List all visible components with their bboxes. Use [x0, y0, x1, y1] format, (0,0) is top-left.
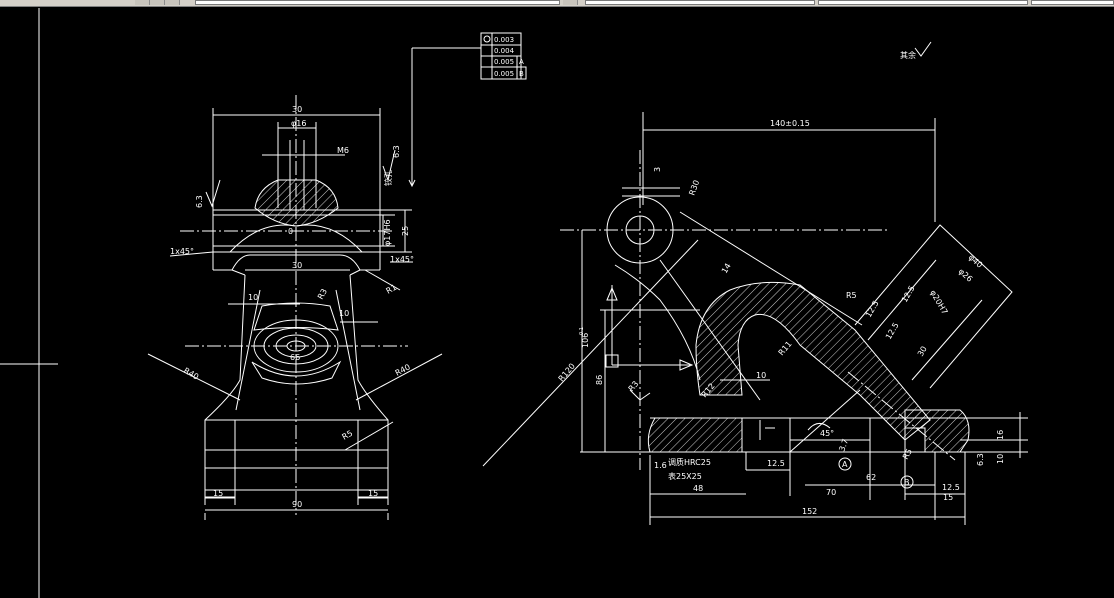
- dim-roughness-a: 12.5: [864, 299, 881, 319]
- dim-15: 15: [943, 493, 953, 502]
- drawing-canvas[interactable]: 30 φ16 M6 30 R3 10 10 R40 R40 R5 R1 90 1…: [0, 7, 1114, 598]
- toolbar-button[interactable]: [150, 0, 165, 5]
- label-surface: 表25X25: [668, 471, 702, 481]
- dim-3: 3: [653, 167, 662, 172]
- dim-thread: M6: [337, 146, 349, 155]
- dim-phi20-h7: φ20H7: [928, 289, 949, 317]
- label-datum-a: A: [842, 460, 848, 469]
- dim-10r: 10: [996, 454, 1005, 464]
- tol-row3-ref: A: [519, 58, 524, 66]
- dim-r5: R5: [846, 291, 857, 300]
- tolerance-values: 0.003 0.004 0.005 A 0.005 B: [494, 36, 524, 78]
- dim-chamfer-left: 1x45°: [170, 247, 194, 256]
- dim-roughness-left: 6.3: [195, 195, 204, 208]
- dim-16: 16: [996, 430, 1005, 440]
- dim-12-5b: 12.5: [767, 459, 785, 468]
- dim-phi-h6: φ17H6: [383, 219, 392, 246]
- tol-row4: 0.005: [494, 70, 514, 78]
- dim-10: 10: [756, 371, 766, 380]
- dim-12-5c: 12.5: [942, 483, 960, 492]
- dim-48: 48: [693, 484, 703, 493]
- tol-row3: 0.005: [494, 58, 514, 66]
- dim-106-tol: 0.1: [579, 327, 585, 335]
- tol-row1: 0.003: [494, 36, 514, 44]
- label-jiaoxi: 铰孔: [383, 170, 393, 186]
- dim-r1: R1: [385, 283, 399, 296]
- dim-bore: φ16: [291, 119, 306, 128]
- dim-45: 45°: [820, 429, 834, 438]
- dim-width-top: 30: [292, 105, 302, 114]
- style-dropdown[interactable]: [585, 0, 815, 5]
- dim-62: 62: [866, 473, 876, 482]
- toolbar-button[interactable]: [165, 0, 180, 5]
- dim-chamfer-right: 1x45°: [390, 255, 414, 264]
- label-other: 其余: [900, 50, 916, 60]
- dim-roughness-top: 6.3: [392, 145, 401, 158]
- label-roughness-main: 1.6: [654, 461, 667, 470]
- left-view-labels: 30 φ16 M6 30 R3 10 10 R40 R40 R5 R1 90 1…: [170, 105, 414, 509]
- dim-14: 14: [720, 262, 733, 275]
- dim-30: 30: [916, 345, 929, 358]
- left-view: [147, 95, 443, 520]
- dim-roughness-b: 12.5: [900, 284, 917, 304]
- dim-zero: 0: [288, 227, 293, 236]
- dim-r11: R11: [777, 339, 794, 357]
- tol-row2: 0.004: [494, 47, 515, 55]
- dim-r5: R5: [341, 429, 355, 442]
- dim-bottom-width: 90: [292, 500, 302, 509]
- dim-3-7: 3.7: [837, 438, 850, 453]
- dim-106: 106: [581, 333, 590, 348]
- dim-r3: R3: [627, 379, 641, 393]
- tolerance-frame-block: [408, 32, 527, 188]
- dim-66: 66: [290, 353, 300, 362]
- dim-140: 140±0.15: [770, 119, 810, 128]
- label-hardness: 调质HRC25: [668, 457, 711, 467]
- dim-10a: 10: [248, 293, 258, 302]
- dim-phi26: φ26: [957, 267, 975, 284]
- dim-phi40: φ40: [967, 253, 985, 270]
- dim-r120: R120: [557, 362, 577, 384]
- lineweight-dropdown[interactable]: [1031, 0, 1114, 5]
- toolbar-button[interactable]: [135, 0, 150, 5]
- dim-15-right: 15: [368, 489, 378, 498]
- dim-r30-top: R30: [687, 179, 701, 197]
- label-datum-b: B: [904, 478, 910, 487]
- dim-mid-width: 30: [292, 261, 302, 270]
- linetype-dropdown[interactable]: [818, 0, 1028, 5]
- toolbar-button[interactable]: [563, 0, 578, 5]
- dim-r5b: R5: [901, 447, 914, 461]
- dim-152: 152: [802, 507, 817, 516]
- dim-roughness-c: 12.5: [884, 321, 901, 341]
- viewport-border: [0, 8, 58, 598]
- tol-row4-ref: B: [519, 70, 524, 78]
- dim-25: 25: [401, 226, 410, 236]
- dim-r3: R3: [316, 287, 329, 301]
- dim-15-left: 15: [213, 489, 223, 498]
- layer-dropdown[interactable]: [195, 0, 560, 5]
- cad-toolbar-strip: [0, 0, 1114, 7]
- right-view: [482, 41, 1028, 525]
- dim-6-3: 6.3: [976, 453, 985, 466]
- dim-10b: 10: [339, 309, 349, 318]
- dim-86: 86: [595, 375, 604, 385]
- dim-70: 70: [826, 488, 836, 497]
